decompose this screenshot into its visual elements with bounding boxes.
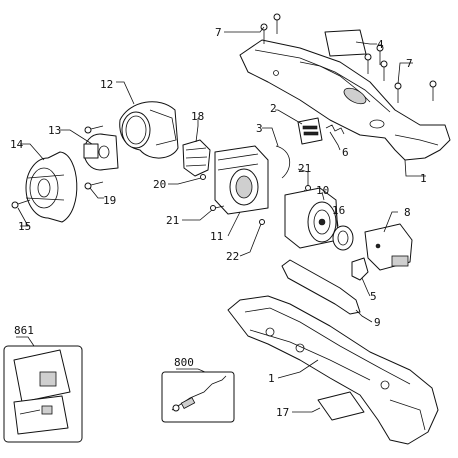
label-plate (324, 29, 367, 57)
label-3: 3 (256, 122, 263, 135)
label-9: 9 (374, 316, 381, 329)
label-14: 14 (10, 138, 24, 151)
screw-icon (273, 13, 281, 34)
screw-icon (394, 82, 402, 103)
housing-top (239, 39, 451, 161)
label-4: 4 (377, 38, 384, 51)
motor (284, 187, 339, 249)
spindle (83, 133, 119, 171)
label-20: 20 (153, 178, 166, 191)
screw-icon (84, 125, 104, 134)
housing-bottom (227, 295, 439, 445)
switch-component (297, 117, 323, 145)
carrying-case (3, 345, 83, 443)
label-6: 6 (342, 146, 349, 159)
screw-icon (364, 53, 372, 74)
gear-assembly (182, 139, 211, 177)
leader-lines (16, 26, 426, 413)
label-17: 17 (276, 406, 289, 419)
trigger-switch (364, 223, 413, 271)
label-2: 2 (270, 102, 277, 115)
label-10: 10 (316, 184, 329, 197)
clip-ring (275, 145, 290, 179)
screw-icon (200, 174, 206, 180)
label-861: 861 (14, 324, 34, 337)
label-800: 800 (174, 356, 194, 369)
label-18: 18 (191, 110, 204, 123)
label-11: 11 (210, 230, 223, 243)
label-plate (317, 391, 365, 421)
label-1-bottom: 1 (268, 372, 275, 385)
gear-housing (119, 101, 179, 159)
wire-harness (281, 259, 361, 315)
o-ring (332, 225, 354, 251)
label-8: 8 (404, 206, 411, 219)
label-7a: 7 (215, 26, 222, 39)
label-21b: 21 (298, 162, 311, 175)
accessory-box (161, 371, 235, 423)
screw-icon (11, 199, 31, 209)
spring-component (325, 124, 345, 135)
label-22: 22 (226, 250, 239, 263)
label-21a: 21 (166, 214, 179, 227)
screw-icon (429, 80, 437, 101)
screw-icon (259, 219, 265, 225)
trigger (351, 257, 369, 281)
screw-icon (84, 181, 104, 190)
label-12: 12 (100, 78, 113, 91)
label-13: 13 (48, 124, 61, 137)
label-7b: 7 (406, 57, 413, 70)
screw-icon (210, 205, 225, 211)
transmission-housing (214, 145, 269, 215)
screw-icon (376, 44, 384, 65)
label-5: 5 (370, 290, 377, 303)
label-1-top: 1 (420, 172, 427, 185)
label-15: 15 (18, 220, 31, 233)
chuck (25, 151, 78, 223)
label-19: 19 (103, 194, 116, 207)
part-labels: 7 4 7 2 3 6 1 12 13 14 15 19 18 20 21 11… (10, 26, 427, 419)
screw-icon (380, 60, 388, 81)
label-16: 16 (332, 204, 345, 217)
